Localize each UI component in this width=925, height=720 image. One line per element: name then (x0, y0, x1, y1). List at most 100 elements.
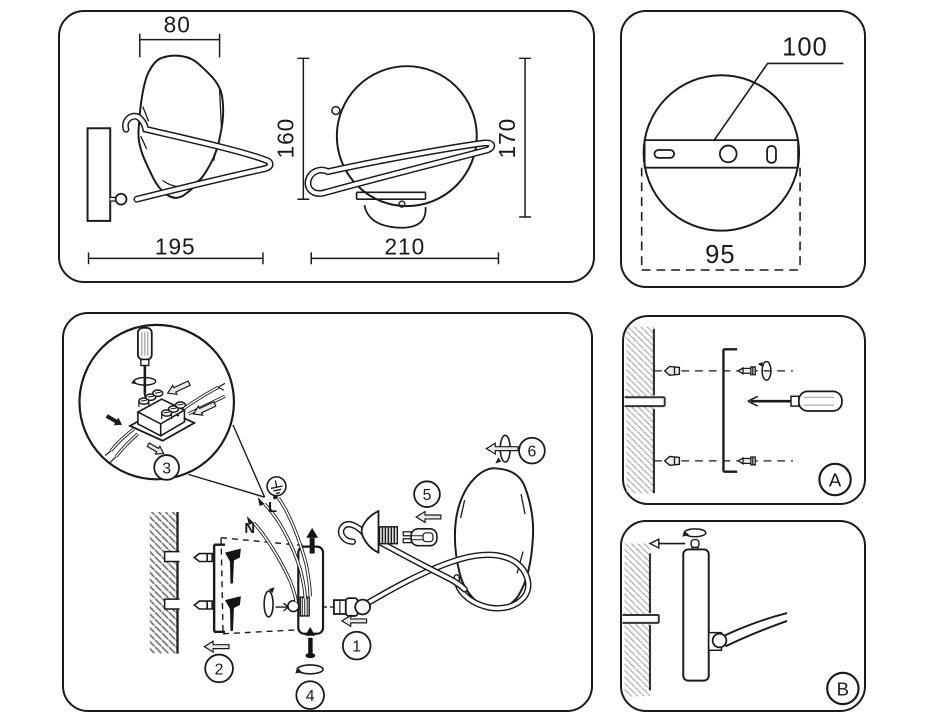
dim-depth: 195 (155, 233, 196, 259)
lamp-arm (723, 612, 788, 648)
dim-lines-side (87, 33, 310, 265)
dim-front-height: 170 (494, 118, 520, 159)
step-badge-1: 1 (341, 630, 372, 661)
step-3-number: 3 (162, 460, 171, 477)
mounting-bracket (212, 543, 226, 633)
detail-a-drawing: A (624, 326, 852, 497)
wall-hatch (149, 512, 178, 654)
backplate-edge (363, 204, 427, 229)
detail-b-drawing: B (622, 528, 860, 706)
loop-arm-core (123, 114, 272, 202)
wall-ledge (624, 396, 666, 408)
terminal-block (104, 380, 226, 463)
detail-a-letter: A (829, 469, 842, 490)
magnifier-leader-lines (188, 424, 266, 498)
front-view-drawing (304, 65, 496, 229)
step5-arrow (414, 510, 442, 524)
detail-b-letter: B (837, 678, 849, 699)
arm-connector (333, 597, 359, 617)
wall-section (149, 512, 180, 654)
step-6-number: 6 (528, 444, 537, 461)
rotation-arrowhead (130, 379, 137, 385)
step-badge-6: 6 (518, 436, 546, 465)
wire-label-neutral: N (244, 521, 255, 537)
wire-gland (287, 599, 300, 613)
detail-b-badge: B (826, 671, 860, 706)
dim-dashed-box (640, 167, 801, 271)
leader-line (712, 62, 844, 142)
wall-anchor (663, 365, 681, 467)
step-badge-3: 3 (153, 454, 180, 481)
stone-shade (137, 54, 225, 199)
dim-shade-width: 80 (164, 12, 191, 38)
step2-arrow (203, 640, 230, 654)
supply-wires (246, 490, 312, 603)
step-badge-2: 2 (204, 653, 234, 684)
magnifier-detail: 3 (78, 323, 236, 481)
step-badge-5: 5 (413, 480, 441, 508)
wall-plate (86, 127, 112, 222)
rotate-icon-step4 (295, 664, 324, 675)
rotation-arrow-icon (682, 528, 707, 538)
terminal-screws (138, 389, 187, 419)
screwdriver-icon (130, 326, 157, 400)
earth-ground-icon (266, 476, 287, 497)
rotation-arrow-icon (757, 360, 772, 381)
dim-lines-front (310, 57, 531, 265)
lamp-socket (360, 509, 399, 554)
glass-sphere (335, 65, 478, 208)
step-1-number: 1 (352, 639, 361, 656)
step-2-number: 2 (215, 661, 224, 678)
mount-screw-dot (398, 200, 406, 208)
ball-joint-install (354, 598, 371, 616)
wall-slots (163, 550, 180, 610)
direction-arrow-icon (166, 380, 191, 396)
hinge-nub (331, 105, 341, 116)
bottom-screw (305, 626, 316, 659)
direction-arrow-icon (105, 414, 123, 426)
screwdriver-icon (747, 390, 843, 412)
step-badge-4: 4 (295, 680, 325, 710)
mount-bar (355, 191, 427, 201)
step-4-number: 4 (306, 688, 315, 705)
detail-a-badge: A (818, 462, 852, 497)
lamp-canopy (682, 548, 710, 682)
panel-detail-b: B (620, 520, 866, 712)
step1-arrow (340, 614, 368, 628)
direction-arrow-icon (648, 538, 686, 550)
center-hole (718, 144, 738, 164)
product-dimensions-drawing: 80 160 195 170 210 (86, 12, 531, 265)
loop-arm-front-core (306, 140, 494, 196)
dim-plate: 100 (782, 34, 828, 62)
dim-mount: 95 (705, 241, 735, 269)
halogen-bulb (402, 528, 438, 547)
dim-front-width: 210 (384, 233, 425, 259)
wall-hatch (626, 326, 654, 494)
shade-texture-lines (140, 89, 223, 188)
panel-product-dimensions: 80 160 195 170 210 (58, 10, 595, 283)
side-view-drawing (86, 54, 274, 222)
step-5-number: 5 (423, 487, 432, 504)
ball-joint (114, 192, 128, 206)
rotate-icon-step6 (485, 434, 519, 464)
slide-up-arrow (306, 527, 319, 554)
mount-bracket-bar (643, 139, 799, 169)
direction-arrow-icon (146, 442, 165, 455)
wall-ledge (622, 614, 660, 624)
backplate-drawing: 100 95 (640, 34, 844, 271)
panel-detail-a: A (622, 315, 866, 505)
wire-label-live: L (268, 500, 277, 516)
wall-anchors (193, 552, 213, 610)
mounting-bracket (722, 348, 738, 473)
backplate-disc (642, 74, 801, 232)
panel-install-steps: 3 (62, 312, 593, 712)
mounting-screws (225, 548, 241, 632)
slot-vertical (766, 145, 777, 164)
direction-arrow-icon (485, 442, 519, 456)
threaded-tube (299, 596, 310, 617)
installation-drawing: 3 (78, 323, 546, 710)
ball-joint (711, 632, 728, 649)
mounting-screw (736, 366, 756, 466)
slot-horizontal (653, 149, 676, 159)
